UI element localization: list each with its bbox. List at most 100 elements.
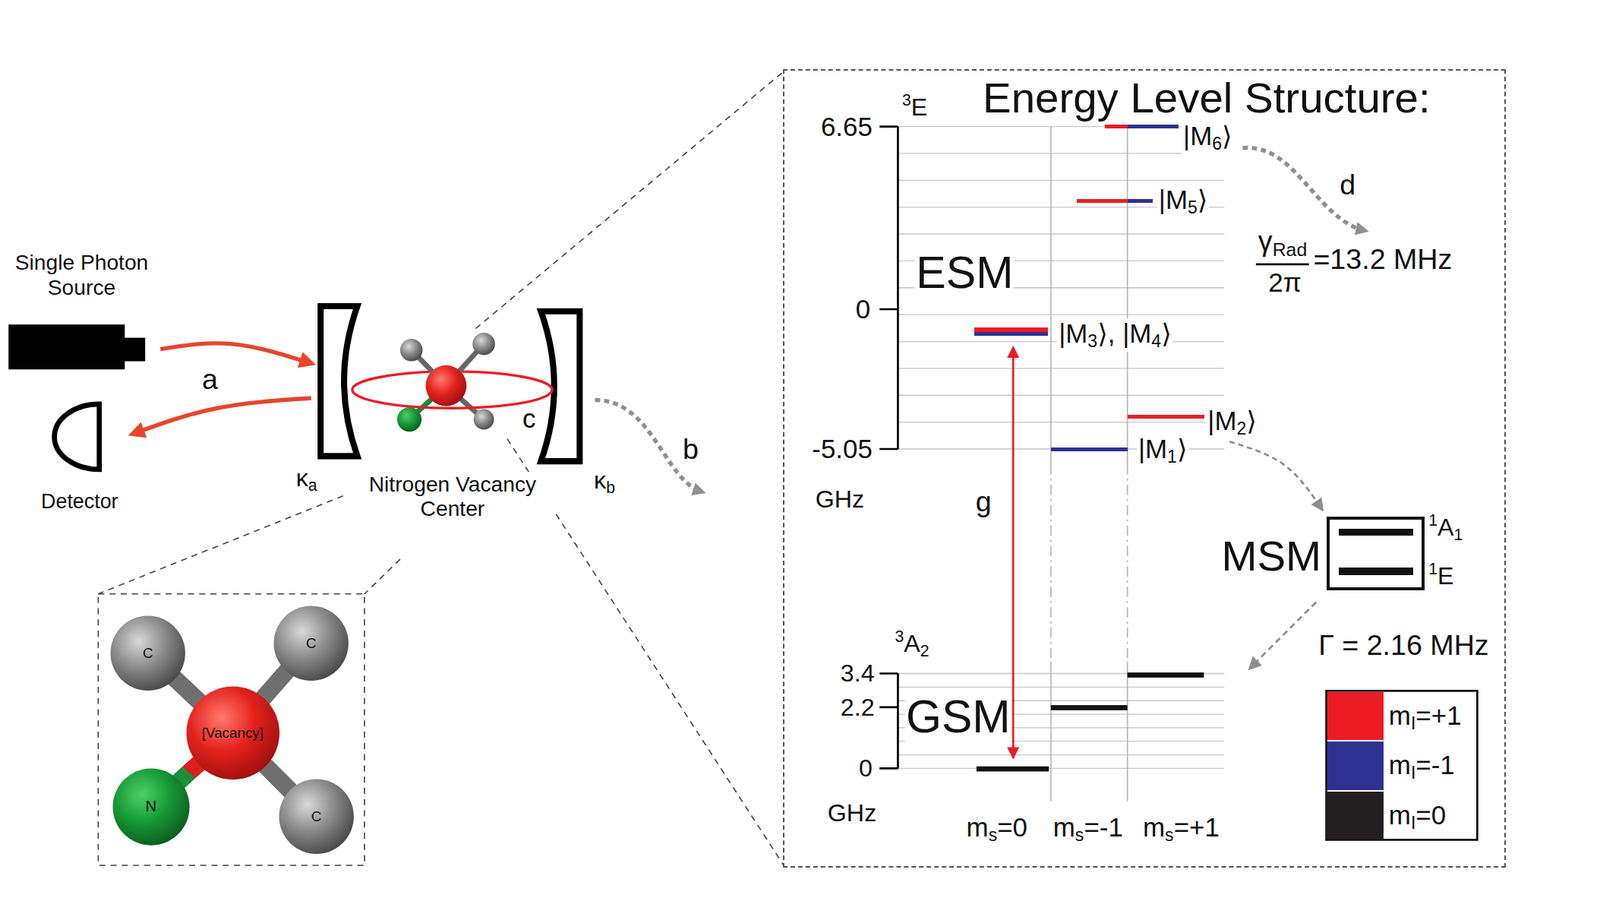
text-run: 0	[858, 754, 873, 782]
decay-arrow	[1250, 601, 1316, 667]
chemical-bond	[175, 678, 199, 701]
source-body	[8, 324, 125, 370]
text-run: 6	[1211, 134, 1222, 155]
text-run: s	[988, 825, 998, 846]
molecule-atom	[397, 407, 422, 432]
text-run: c	[522, 403, 536, 433]
text-run: C	[142, 644, 154, 661]
text-run: C	[306, 634, 317, 651]
axis-tick-label: 2.2	[840, 693, 875, 722]
text-run: Single Photon Source	[15, 249, 149, 299]
text-run: κ	[593, 466, 606, 494]
atom-sphere	[278, 779, 354, 854]
text-run: a	[201, 362, 218, 395]
text-run: 2	[1236, 419, 1247, 439]
spin-column-label: ms=+1	[1142, 811, 1220, 846]
text-run: E	[911, 93, 928, 121]
level-bar	[1127, 124, 1179, 129]
text-run: C	[311, 807, 322, 824]
text-run: m	[1388, 749, 1411, 780]
ground-level	[976, 766, 1049, 772]
vacancy-site: [Vacancy]	[186, 685, 281, 780]
level-bar	[974, 331, 1048, 336]
axis-unit: GHz	[815, 485, 865, 514]
text-run: |M	[1207, 405, 1237, 436]
state-label: |M6⟩	[1181, 120, 1234, 155]
level-bar	[1104, 124, 1128, 129]
molecule-atom	[400, 338, 423, 362]
text-run: GSM	[905, 690, 1011, 742]
text-run: Energy Level Structure:	[982, 73, 1431, 122]
text-run: 3	[902, 91, 912, 110]
photon-path-arrow	[132, 397, 312, 434]
text-run: GHz	[815, 485, 865, 513]
grid-line	[897, 126, 1225, 449]
axis-tick-label: 0	[855, 293, 871, 325]
node-label: Nitrogen Vacancy Center	[349, 471, 557, 521]
manifold-box	[1326, 516, 1425, 591]
grid-line	[897, 673, 1225, 769]
axis-tick-label: -5.05	[811, 433, 873, 464]
level-bar	[1338, 528, 1414, 536]
carbon-atom: C	[110, 615, 186, 691]
text-run: =+1	[1415, 700, 1462, 730]
atom-label: C	[306, 634, 317, 652]
text-run: GHz	[827, 798, 878, 827]
level-bar	[1050, 447, 1128, 452]
text-run: 5	[1187, 197, 1198, 218]
decay-arrow	[595, 400, 703, 493]
state-label: |M1⟩	[1136, 433, 1190, 468]
text-run: 6.65	[820, 111, 873, 142]
mirror-loss-label: κa	[296, 463, 318, 495]
text-run: Detector	[41, 489, 119, 513]
panel-title: Energy Level Structure:	[982, 73, 1431, 124]
text-run: =0	[1415, 799, 1446, 830]
text-run: Rad	[1272, 239, 1308, 260]
text-run: m	[1388, 700, 1411, 730]
rate-value: Γ = 2.16 MHz	[1318, 628, 1490, 662]
ground-level	[1050, 704, 1128, 711]
text-run: 3	[1087, 331, 1098, 351]
text-run: I	[1410, 713, 1416, 733]
legend-swatch	[1327, 691, 1384, 740]
state-label: |M5⟩	[1157, 184, 1210, 218]
text-run: ⟩	[1177, 433, 1188, 464]
node-label: Detector	[28, 489, 131, 514]
atom-sphere	[112, 767, 190, 845]
level-bar	[1127, 414, 1205, 419]
level-bar	[1338, 567, 1414, 575]
callout-letter: g	[975, 485, 992, 518]
text-run: ⟩	[1161, 318, 1172, 348]
text-run: 3	[894, 627, 904, 646]
text-run: 0	[855, 293, 871, 324]
text-run: |M	[1138, 433, 1168, 464]
text-run: 1	[1454, 525, 1464, 544]
cavity-mode	[352, 389, 553, 408]
decay-arrow	[1242, 147, 1365, 231]
source-nozzle	[123, 337, 146, 362]
carbon-atom: C	[273, 605, 349, 681]
text-run: |M	[1183, 120, 1212, 151]
optical-cavity: Nitrogen Vacancy Center	[311, 297, 593, 533]
molecule-atom	[472, 332, 496, 356]
energy-panel: Energy Level Structure:|M6⟩|M5⟩|M3⟩, |M4…	[782, 69, 1507, 868]
text-run: MSM	[1221, 531, 1322, 580]
chemical-bond	[265, 766, 290, 790]
zoom-line	[97, 71, 784, 865]
energy-level: |M3⟩, |M4⟩	[971, 318, 1192, 354]
fraction-bar	[1256, 263, 1310, 266]
text-run: γ	[1258, 224, 1273, 257]
callout-letter: c	[522, 403, 536, 434]
text-run: E	[1437, 561, 1455, 589]
atom-label: C	[142, 644, 154, 662]
text-run: 1	[1428, 511, 1438, 530]
text-run: Γ = 2.16 MHz	[1318, 628, 1490, 661]
text-run: 2	[920, 641, 930, 660]
atom-sphere	[274, 605, 349, 680]
ground-level	[1127, 672, 1205, 678]
photon-source: Single Photon Source	[5, 249, 161, 375]
text-run: |M	[1158, 184, 1188, 215]
nitrogen-atom: N	[112, 767, 190, 846]
chemical-bond	[179, 763, 199, 780]
